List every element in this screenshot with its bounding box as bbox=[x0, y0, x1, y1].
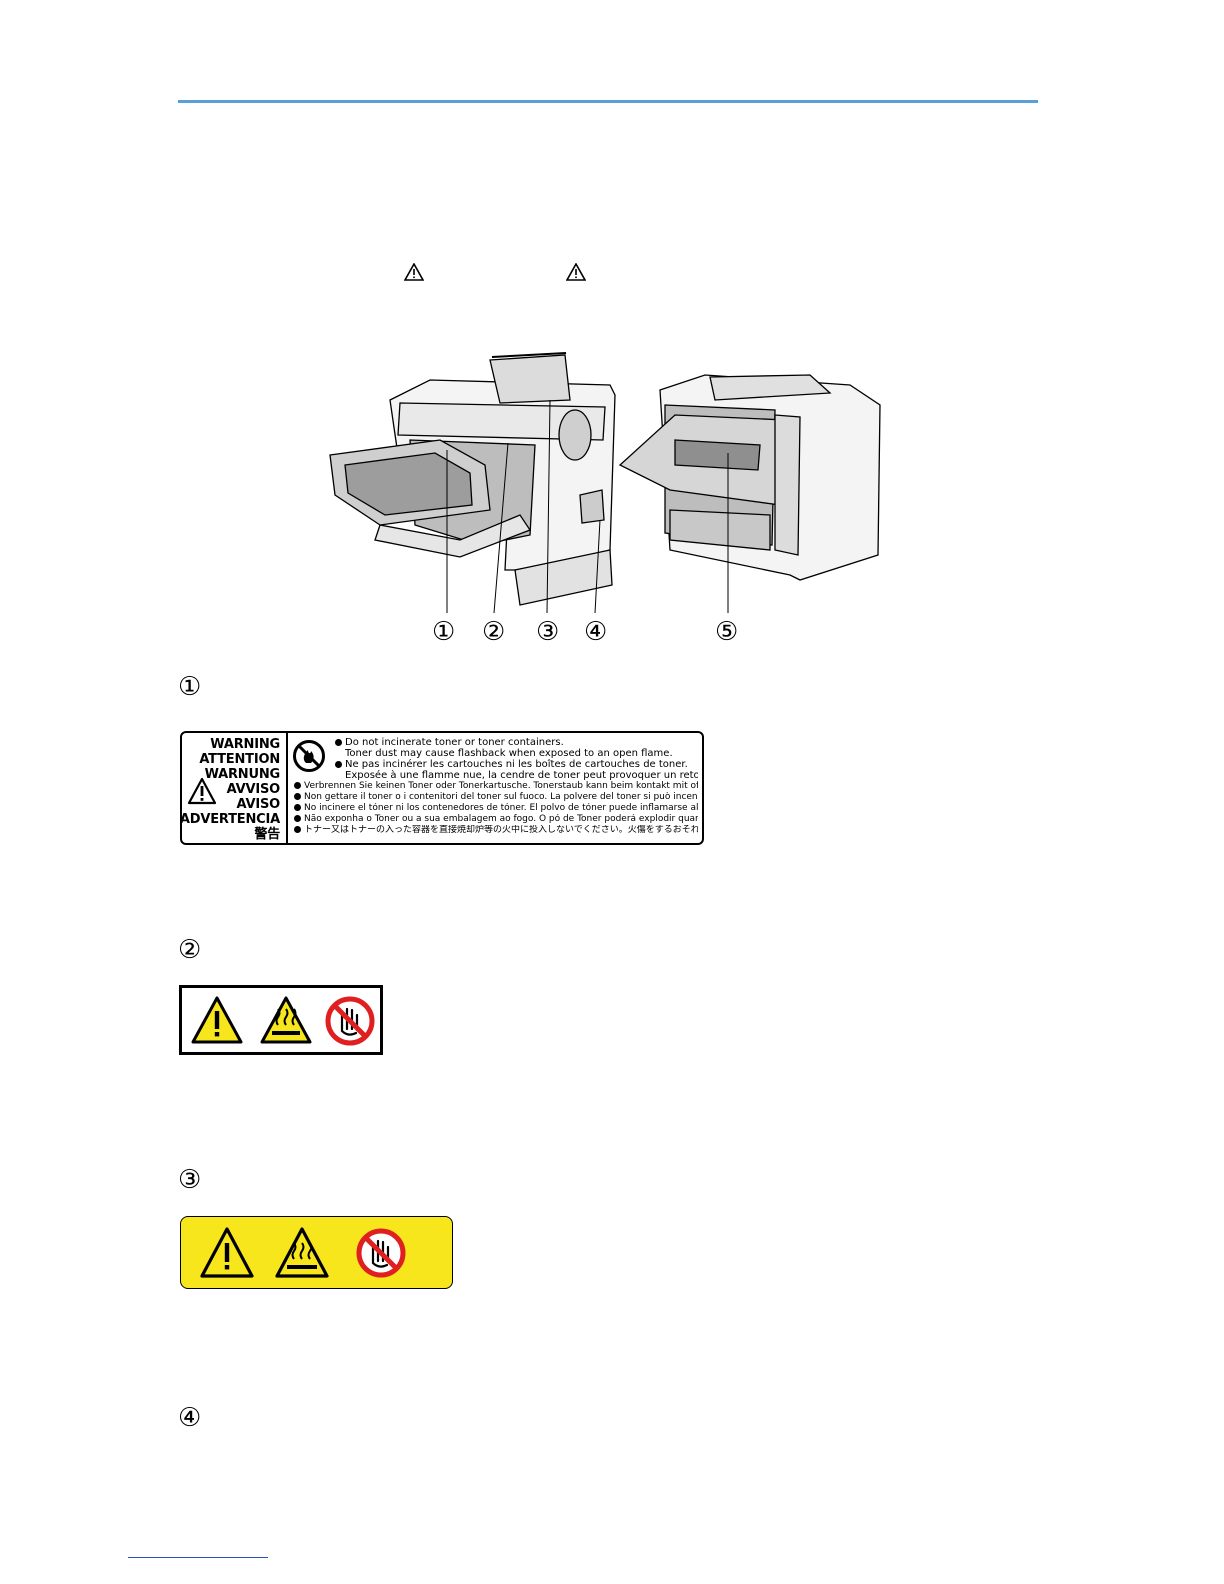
warning-icon bbox=[191, 996, 243, 1044]
warning-line: Não exponha o Toner ou a sua embalagem a… bbox=[304, 814, 698, 824]
warning-line: Exposée à une flamme nue, la cendre de t… bbox=[345, 770, 698, 781]
warning-word: 警告 bbox=[254, 827, 280, 842]
hot-surface-icon bbox=[275, 1227, 329, 1278]
section-number-4: ④ bbox=[178, 1403, 202, 1433]
warning-icon bbox=[200, 1227, 254, 1278]
callout-1: ① bbox=[432, 617, 456, 647]
toner-warning-label: WARNING ATTENTION WARNUNG AVVISO AVISO A… bbox=[180, 731, 704, 845]
no-fire-icon bbox=[293, 740, 325, 772]
warning-icon bbox=[404, 263, 424, 281]
callout-3: ③ bbox=[536, 617, 560, 647]
do-not-touch-icon bbox=[325, 996, 375, 1046]
warning-line: トナー又はトナーの入った容器を直接焼却炉等の火中に投入しないでください。火傷をす… bbox=[304, 825, 698, 835]
warning-line: No incinere el tóner ni los contenedores… bbox=[304, 803, 698, 813]
warning-line: Verbrennen Sie keinen Toner oder Tonerka… bbox=[304, 781, 698, 791]
warning-icon bbox=[187, 777, 217, 805]
label-symbols bbox=[200, 1227, 406, 1278]
hot-surface-icon bbox=[260, 996, 312, 1044]
callout-2: ② bbox=[482, 617, 506, 647]
callout-4: ④ bbox=[584, 617, 608, 647]
do-not-touch-icon bbox=[356, 1228, 406, 1278]
callout-5: ⑤ bbox=[715, 617, 739, 647]
warning-line: Non gettare il toner o i contenitori del… bbox=[304, 792, 698, 802]
section-number-1: ① bbox=[178, 672, 202, 702]
warning-line: Ne pas incinérer les cartouches ni les b… bbox=[345, 759, 688, 770]
warning-word: WARNING bbox=[210, 737, 280, 752]
footer-link-rule bbox=[128, 1557, 268, 1558]
warning-words-panel: WARNING ATTENTION WARNUNG AVVISO AVISO A… bbox=[179, 733, 288, 843]
section-number-2: ② bbox=[178, 935, 202, 965]
printer-illustration bbox=[329, 352, 881, 614]
warning-word: ATTENTION bbox=[199, 752, 280, 767]
hot-surface-label-yellow bbox=[180, 1216, 453, 1289]
warning-line: Do not incinerate toner or toner contain… bbox=[345, 737, 564, 748]
warning-word: WARNUNG bbox=[204, 767, 281, 782]
warning-icon bbox=[566, 263, 586, 281]
warning-line: Toner dust may cause flashback when expo… bbox=[345, 748, 673, 759]
section-number-3: ③ bbox=[178, 1165, 202, 1195]
hot-surface-label-white bbox=[179, 985, 383, 1055]
warning-word: ADVERTENCIA bbox=[179, 812, 280, 827]
warning-word: AVVISO bbox=[226, 782, 281, 797]
header-rule bbox=[178, 100, 1038, 103]
label-symbols bbox=[191, 996, 375, 1046]
warning-word: AVISO bbox=[236, 797, 281, 812]
warning-text-panel: Do not incinerate toner or toner contain… bbox=[288, 733, 702, 843]
